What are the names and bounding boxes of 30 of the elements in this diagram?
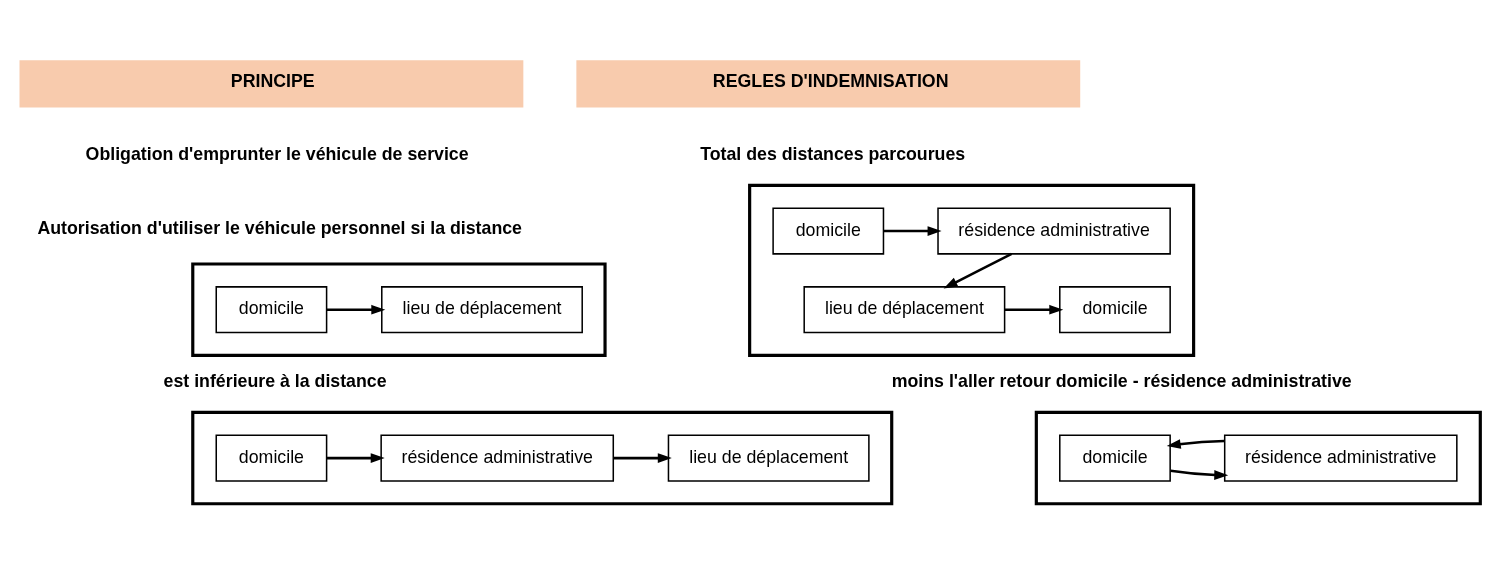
node-box: domicile	[215, 434, 328, 482]
label: moins l'aller retour domicile - résidence administrative	[891, 370, 1352, 391]
label: est inférieure à la distance	[163, 370, 387, 391]
arrow	[326, 304, 386, 315]
node-box: résidence administrative	[380, 434, 615, 482]
label: Autorisation d'utiliser le véhicule personnel si la distance	[37, 217, 522, 238]
arrow	[943, 252, 1013, 288]
cluster	[191, 410, 894, 505]
label: Total des distances parcourues	[700, 143, 966, 164]
cluster	[191, 261, 607, 357]
label: Obligation d'emprunter le véhicule de service	[85, 143, 469, 164]
node-box: lieu de déplacement	[381, 285, 583, 333]
cluster	[748, 183, 1196, 357]
node-box: REGLES D'INDEMNISATION	[576, 59, 1081, 107]
node-box: lieu de déplacement	[667, 434, 870, 482]
node-box: lieu de déplacement	[803, 285, 1006, 333]
node-box: résidence administrative	[937, 206, 1171, 255]
arrow	[1166, 438, 1225, 449]
arrow	[1004, 304, 1064, 315]
cluster	[1034, 410, 1482, 505]
node-box: domicile	[1059, 434, 1171, 482]
arrow	[1170, 469, 1229, 480]
node-box: PRINCIPE	[19, 59, 524, 107]
node-box: domicile	[215, 285, 328, 333]
node-box: résidence administrative	[1223, 434, 1458, 482]
node-box: domicile	[772, 206, 885, 255]
arrow	[883, 225, 942, 236]
arrow	[327, 452, 385, 463]
node-box: domicile	[1059, 285, 1171, 333]
arrow	[613, 452, 672, 463]
